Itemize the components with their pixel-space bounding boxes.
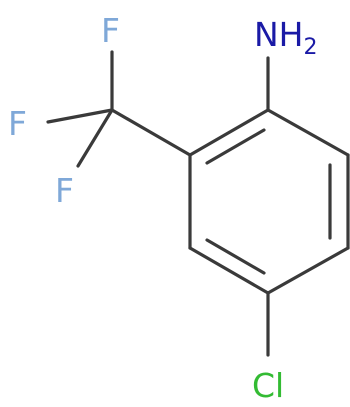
ring-bond-c1-c2 xyxy=(188,108,270,157)
fluorine-label-1: F xyxy=(101,11,120,50)
ring-bond-c6-c1 xyxy=(266,108,350,157)
bond-c2-cf3 xyxy=(110,108,192,157)
ring-bond-c3-c4 xyxy=(188,246,270,295)
amine-label: NH2 xyxy=(254,15,318,60)
fluorine-label-3: F xyxy=(55,171,74,210)
benzene-ring xyxy=(188,108,350,295)
ring-bond-c4-c5 xyxy=(266,246,350,295)
chlorine-label: Cl xyxy=(252,366,284,405)
bond-c-f3 xyxy=(76,108,114,168)
inner-bond-c1-c2 xyxy=(205,128,266,165)
fluorine-label-2: F xyxy=(8,104,27,143)
inner-bond-c3-c4 xyxy=(205,238,266,275)
aromatic-inner-bonds xyxy=(205,128,332,275)
bond-c-f2 xyxy=(46,108,114,124)
